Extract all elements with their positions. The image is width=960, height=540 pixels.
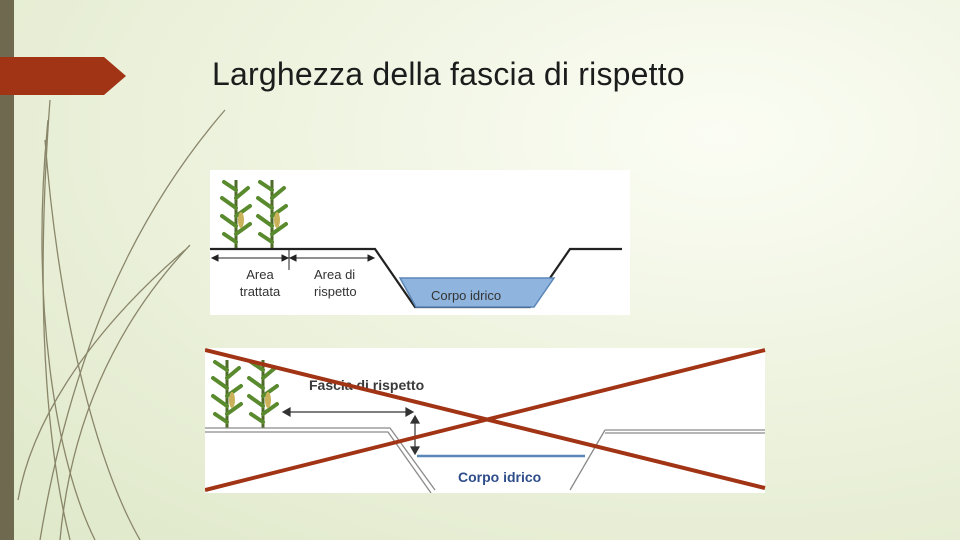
diagram-correct: Area trattata Area di rispetto Corpo idr… xyxy=(210,170,630,315)
diagram-wrong-drawing xyxy=(205,360,765,494)
slide-title: Larghezza della fascia di rispetto xyxy=(212,56,685,92)
double-arrow-icon xyxy=(281,406,421,456)
label-corpo-idrico: Corpo idrico xyxy=(431,288,502,303)
corn-plant-icon xyxy=(211,360,243,428)
title-arrow-icon xyxy=(0,57,126,95)
cross-out-mark xyxy=(205,348,766,492)
left-accent-bar xyxy=(0,0,14,540)
corn-plant-icon xyxy=(247,360,279,428)
corn-plant-icon xyxy=(220,180,252,250)
diagram-correct-drawing xyxy=(210,180,622,309)
corn-plant-icon xyxy=(256,180,288,250)
water-body xyxy=(398,277,556,308)
label-area-di-rispetto: Area di rispetto xyxy=(314,267,357,299)
label-area-trattata: Area trattata xyxy=(239,267,281,299)
label-corpo-idrico-wrong: Corpo idrico xyxy=(458,469,542,485)
